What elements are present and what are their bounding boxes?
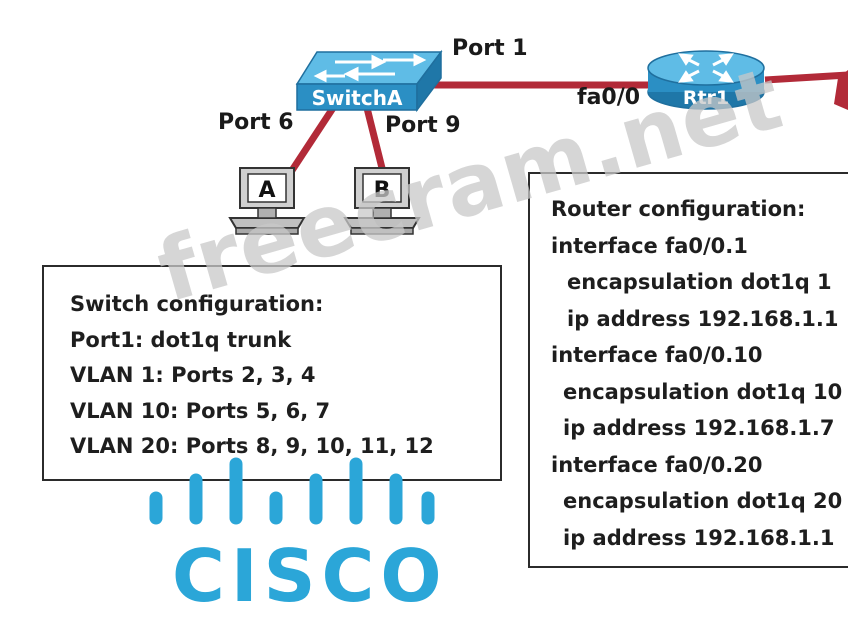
switch-icon: SwitchA xyxy=(295,49,443,113)
router-config-line: ip address 192.168.1.1 xyxy=(567,306,839,331)
router-config-line: Router configuration: xyxy=(551,197,806,221)
port1-label: Port 1 xyxy=(452,36,528,61)
link-switch-host-a xyxy=(284,106,336,180)
fa0-0-label: fa0/0 xyxy=(577,85,641,110)
router-config-line: interface fa0/0.20 xyxy=(551,452,763,477)
router-config-line: encapsulation dot1q 10 xyxy=(563,379,843,404)
host-a-icon: A xyxy=(228,167,306,235)
host-b-label: B xyxy=(374,178,391,203)
router-icon: Rtr1 xyxy=(647,50,765,110)
router-name: Rtr1 xyxy=(683,87,729,109)
router-config-line: interface fa0/0.1 xyxy=(551,233,748,258)
switch-config-line: Switch configuration: xyxy=(70,292,324,316)
switch-name: SwitchA xyxy=(312,86,403,110)
router-config-line: encapsulation dot1q 20 xyxy=(563,489,843,513)
switch-config-line: VLAN 10: Ports 5, 6, 7 xyxy=(70,398,331,423)
router-config-line: interface fa0/0.10 xyxy=(551,343,763,367)
link-router-right xyxy=(764,71,848,84)
switch-config-line: VLAN 1: Ports 2, 3, 4 xyxy=(70,363,316,387)
port6-label: Port 6 xyxy=(218,110,294,135)
cisco-logo-bars-icon xyxy=(149,457,435,525)
host-a-label: A xyxy=(258,178,275,203)
router-config-line: ip address 192.168.1.7 xyxy=(563,416,835,440)
host-b-icon: B xyxy=(343,167,421,235)
switch-config-box: Switch configuration: Port1: dot1q trunk… xyxy=(42,265,502,481)
cisco-logo-text: CISCO xyxy=(172,534,448,618)
switch-config-line: VLAN 20: Ports 8, 9, 10, 11, 12 xyxy=(70,434,434,458)
partial-device-icon xyxy=(834,70,848,110)
router-config-line: encapsulation dot1q 1 xyxy=(567,270,832,294)
router-config-line: ip address 192.168.1.1 xyxy=(563,525,835,550)
link-switch-host-b xyxy=(363,107,386,169)
switch-config-line: Port1: dot1q trunk xyxy=(70,327,292,352)
router-config-box: Router configuration: interface fa0/0.1 … xyxy=(528,172,848,568)
port9-label: Port 9 xyxy=(385,113,461,138)
